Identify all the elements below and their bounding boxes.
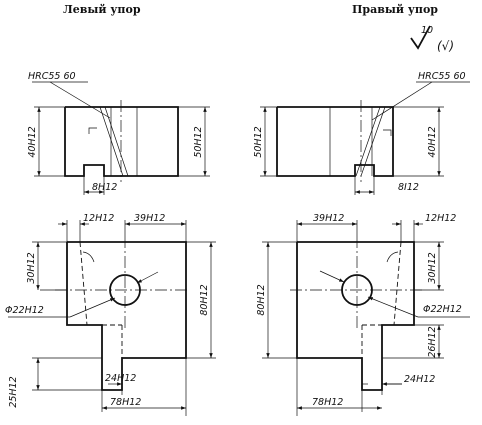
right-dim-24: 24H12 bbox=[404, 374, 435, 385]
left-dim-8: 8H12 bbox=[92, 182, 117, 193]
left-dim-40: 40H12 bbox=[27, 126, 38, 157]
left-dim-39: 39H12 bbox=[134, 213, 165, 224]
surface-roughness-mark: 10 (√) bbox=[410, 25, 454, 53]
left-hole-dim: Φ22H12 bbox=[5, 305, 44, 316]
right-front-view bbox=[290, 236, 425, 391]
right-dim-8: 8I12 bbox=[398, 182, 419, 193]
check-mark-icon bbox=[410, 25, 431, 50]
right-hole-dim: Φ22H12 bbox=[423, 304, 462, 315]
right-dim-80: 80H12 bbox=[256, 284, 267, 315]
left-dim-12: 12H12 bbox=[83, 213, 114, 224]
left-front-view bbox=[55, 236, 190, 391]
right-dim-39: 39H12 bbox=[313, 213, 344, 224]
left-dim-24: 24H12 bbox=[105, 373, 136, 384]
left-hardness-label: HRC55 60 bbox=[28, 71, 76, 82]
left-dim-78: 78H12 bbox=[110, 397, 141, 408]
right-dim-26: 26H12 bbox=[427, 326, 438, 357]
left-dim-50: 50H12 bbox=[193, 126, 204, 157]
right-top-view bbox=[276, 81, 470, 182]
right-dim-30: 30H12 bbox=[427, 252, 438, 283]
right-dim-78: 78H12 bbox=[312, 397, 343, 408]
right-dim-12: 12H12 bbox=[425, 213, 456, 224]
right-dim-40: 40H12 bbox=[427, 126, 438, 157]
left-dim-25: 25H12 bbox=[8, 376, 19, 407]
right-stop-title: Правый упор bbox=[352, 3, 438, 16]
left-dim-80: 80H12 bbox=[199, 284, 210, 315]
right-dim-50: 50H12 bbox=[253, 126, 264, 157]
roughness-paren: (√) bbox=[437, 39, 454, 53]
left-stop-title: Левый упор bbox=[63, 3, 141, 16]
right-hardness-label: HRC55 60 bbox=[418, 71, 466, 82]
left-dim-30: 30H12 bbox=[26, 252, 37, 283]
left-top-view bbox=[32, 81, 179, 182]
